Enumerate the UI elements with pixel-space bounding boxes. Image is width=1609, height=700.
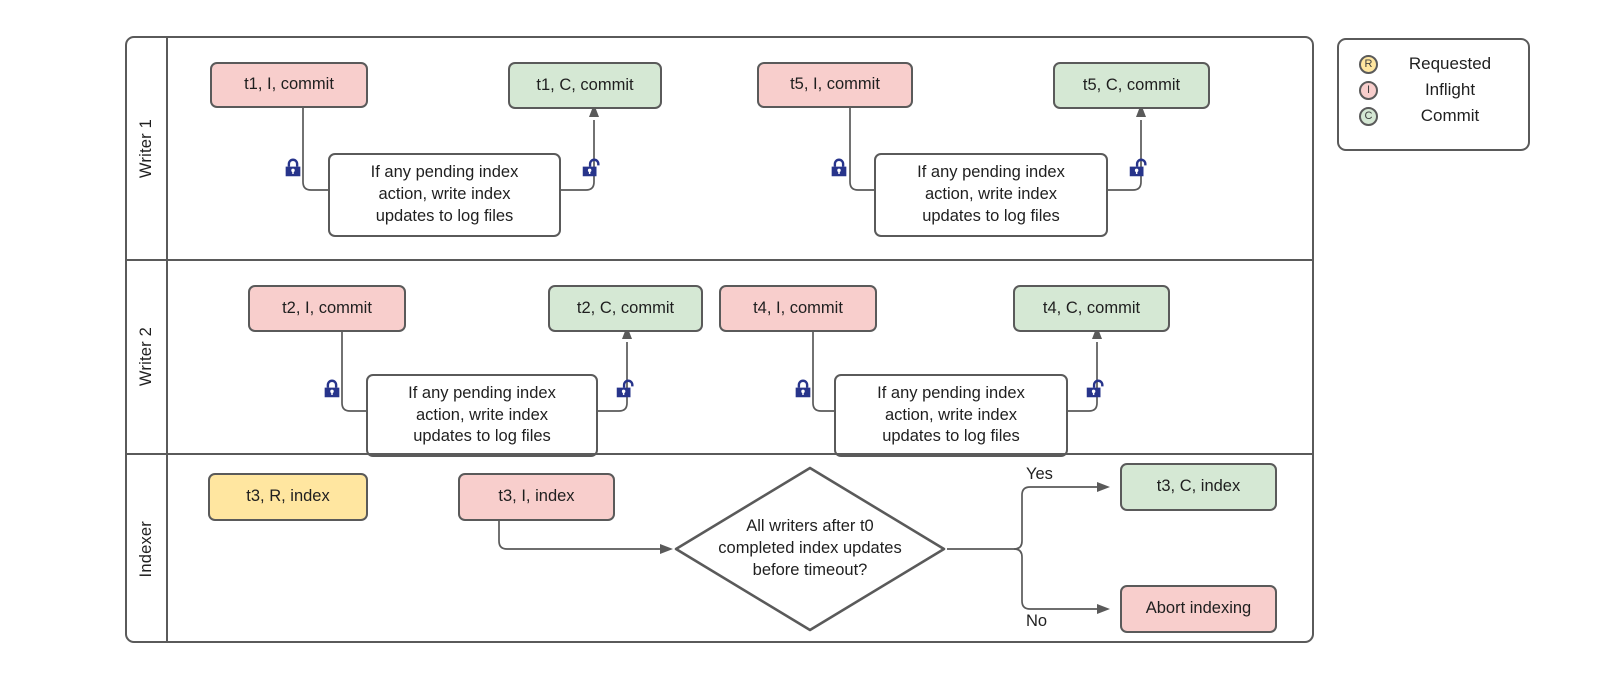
legend-item-commit: C Commit	[1339, 103, 1528, 129]
node-writer1-process-1[interactable]: If any pending index action, write index…	[328, 153, 561, 237]
edge-label-no: No	[1026, 612, 1048, 630]
node-label: t3, C, index	[1156, 477, 1241, 496]
node-label: t2, C, commit	[576, 298, 675, 317]
process-line-1: If any pending index	[370, 163, 519, 182]
decision-line-2: completed index updates	[718, 539, 902, 558]
lock-closed-icon	[828, 157, 850, 179]
lock-closed-icon	[792, 378, 814, 400]
decision-label: All writers after t0 completed index upd…	[673, 465, 947, 633]
lock-open-icon	[1127, 157, 1149, 179]
process-line-2: action, write index	[378, 185, 511, 204]
node-label: t3, I, index	[498, 487, 575, 506]
lane-label-indexer: Indexer	[137, 520, 155, 578]
process-line-3: updates to log files	[375, 206, 514, 225]
node-label: t3, R, index	[246, 487, 330, 506]
node-abort-indexing[interactable]: Abort indexing	[1120, 585, 1277, 633]
node-t3-requested[interactable]: t3, R, index	[208, 473, 368, 521]
legend-item-requested: R Requested	[1339, 51, 1528, 77]
node-t1-inflight[interactable]: t1, I, commit	[210, 62, 368, 108]
process-line-1: If any pending index	[877, 383, 1025, 402]
edge-label-yes: Yes	[1026, 465, 1053, 483]
lane-header-indexer: Indexer	[127, 455, 168, 643]
lane-header-writer-1: Writer 1	[127, 38, 168, 259]
lock-closed-icon	[282, 157, 304, 179]
legend-badge-letter: I	[1366, 83, 1371, 96]
lane-body-writer-1: t1, I, commit t1, C, commit If any pendi…	[168, 38, 1312, 259]
lane-body-writer-2: t2, I, commit t2, C, commit If any pendi…	[168, 261, 1312, 457]
node-label: Abort indexing	[1145, 599, 1252, 618]
process-line-2: action, write index	[415, 405, 549, 424]
node-label: t4, C, commit	[1042, 298, 1141, 317]
process-line-3: updates to log files	[413, 427, 551, 446]
node-t1-commit[interactable]: t1, C, commit	[508, 62, 662, 109]
legend-label-inflight: Inflight	[1424, 80, 1476, 99]
node-t3-inflight[interactable]: t3, I, index	[458, 473, 615, 521]
node-label: t5, C, commit	[1082, 75, 1181, 94]
node-t2-inflight[interactable]: t2, I, commit	[248, 285, 406, 332]
lock-open-icon	[1084, 378, 1106, 400]
process-line-1: If any pending index	[917, 163, 1065, 182]
node-writer1-process-2[interactable]: If any pending index action, write index…	[874, 153, 1108, 237]
lane-writer-2: Writer 2 t2, I,	[127, 259, 1312, 457]
swimlane-pool: Writer 1 t1, I,	[125, 36, 1314, 643]
process-line-1: If any pending index	[408, 383, 556, 402]
decision-line-3: before timeout?	[752, 560, 868, 579]
node-t3-commit[interactable]: t3, C, index	[1120, 463, 1277, 511]
node-t5-inflight[interactable]: t5, I, commit	[757, 62, 913, 108]
decision-diamond[interactable]: All writers after t0 completed index upd…	[673, 465, 947, 633]
legend-badge-letter: C	[1364, 109, 1373, 122]
lane-label-writer-2: Writer 2	[137, 327, 155, 387]
process-line-2: action, write index	[924, 185, 1058, 204]
legend-label-requested: Requested	[1408, 54, 1492, 73]
node-label: t4, I, commit	[753, 298, 843, 317]
lane-writer-1: Writer 1 t1, I,	[127, 38, 1312, 259]
node-label: t1, C, commit	[536, 75, 634, 94]
lock-closed-icon	[321, 378, 343, 400]
process-line-3: updates to log files	[922, 206, 1060, 225]
lane-label-writer-1: Writer 1	[137, 118, 155, 179]
process-line-2: action, write index	[884, 405, 1018, 424]
lock-open-icon	[614, 378, 636, 400]
node-writer2-process-2[interactable]: If any pending index action, write index…	[834, 374, 1068, 457]
node-t4-commit[interactable]: t4, C, commit	[1013, 285, 1170, 332]
legend-badge-commit-icon: C	[1359, 106, 1378, 126]
node-label: t2, I, commit	[282, 298, 372, 317]
legend-badge-letter: R	[1364, 57, 1373, 70]
legend-badge-requested-icon: R	[1359, 54, 1378, 74]
node-writer2-process-1[interactable]: If any pending index action, write index…	[366, 374, 598, 457]
node-t2-commit[interactable]: t2, C, commit	[548, 285, 703, 332]
decision-line-1: All writers after t0	[746, 517, 874, 536]
lane-body-indexer: t3, R, index t3, I, index All writers af…	[168, 455, 1312, 643]
legend-label-commit: Commit	[1420, 106, 1480, 125]
lane-indexer: Indexer t3, R, index	[127, 453, 1312, 643]
lane-header-writer-2: Writer 2	[127, 261, 168, 453]
node-label: t5, I, commit	[790, 75, 880, 94]
legend-item-inflight: I Inflight	[1339, 77, 1528, 103]
node-t5-commit[interactable]: t5, C, commit	[1053, 62, 1210, 109]
process-line-3: updates to log files	[882, 427, 1020, 446]
node-label: t1, I, commit	[244, 75, 334, 94]
lock-open-icon	[580, 157, 602, 179]
legend-panel: R Requested I Inflight C Commit	[1337, 38, 1530, 151]
node-t4-inflight[interactable]: t4, I, commit	[719, 285, 877, 332]
legend-badge-inflight-icon: I	[1359, 80, 1378, 100]
